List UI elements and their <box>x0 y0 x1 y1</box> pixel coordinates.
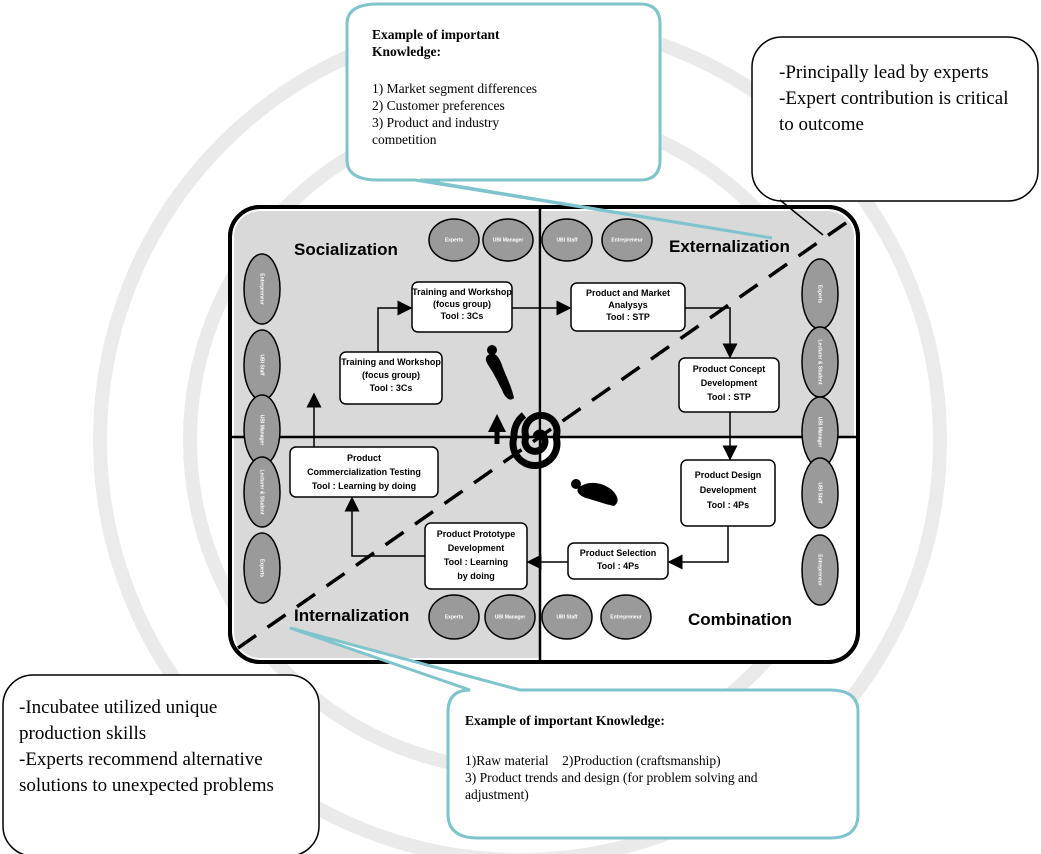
process-boxes <box>289 281 780 590</box>
callout-top-title: Example of important Knowledge: <box>372 27 500 59</box>
svg-text:UBI Staff: UBI Staff <box>556 237 577 243</box>
actor-oval-right: Experts <box>801 258 839 330</box>
actor-oval-left: Lecturer & Student <box>243 456 281 528</box>
svg-text:UBI Staff: UBI Staff <box>259 354 265 375</box>
svg-text:Experts: Experts <box>817 285 823 304</box>
actor-oval-bottom: Experts <box>428 594 480 640</box>
label-externalization: Externalization <box>669 237 790 256</box>
callout-bottom-text: Example of important Knowledge: 1)Raw ma… <box>465 712 845 803</box>
svg-text:Lecturer & Student: Lecturer & Student <box>817 339 823 384</box>
callout-bottomleft-shape <box>2 674 320 854</box>
svg-text:Experts: Experts <box>445 237 464 243</box>
person-climbing-icon <box>485 345 514 400</box>
actor-oval-left: Entrepreneur <box>243 253 281 325</box>
svg-text:Entrepreneur: Entrepreneur <box>611 237 642 243</box>
actor-oval-top: UBI Staff <box>541 218 593 262</box>
actor-oval-bottom: UBI Manager <box>484 594 536 640</box>
spiral-arrow-icon <box>488 414 506 432</box>
actor-oval-left: UBI Manager <box>243 394 281 466</box>
callout-top-text: Example of important Knowledge: 1) Marke… <box>372 26 652 144</box>
callout-topright-text: -Principally lead by experts -Expert con… <box>779 62 1009 135</box>
callout-top-item: 3) Product and industry competition <box>372 115 500 144</box>
actor-oval-top: UBI Manager <box>482 218 534 262</box>
actor-oval-right: Lecturer & Student <box>801 326 839 398</box>
callout-bottom-title: Example of important Knowledge: <box>465 713 665 728</box>
svg-text:Lecturer & Student: Lecturer & Student <box>259 469 265 514</box>
process-training-lower: Training and Workshop(focus group)Tool :… <box>341 357 441 393</box>
callout-top-item: 2) Customer preferences <box>372 98 505 113</box>
actor-oval-right: UBI Manager <box>801 396 839 468</box>
flow-arrows <box>306 300 738 570</box>
actor-oval-bottom: UBI Staff <box>541 594 593 640</box>
box-product-commercialization <box>289 446 439 498</box>
callout-topright-shape <box>751 36 1039 236</box>
callout-bottom-line2: 3) Product trends and design (for proble… <box>465 770 758 802</box>
process-training-upper: Training and Workshop(focus group)Tool :… <box>412 287 512 321</box>
box-training-workshop-lower <box>339 351 443 405</box>
actor-oval-top: Experts <box>428 218 480 262</box>
svg-text:Entrepreneur: Entrepreneur <box>610 614 641 620</box>
label-internalization: Internalization <box>294 606 410 625</box>
label-combination: Combination <box>688 610 792 629</box>
callout-top-shape <box>345 2 773 240</box>
svg-text:Entrepreneur: Entrepreneur <box>817 554 823 585</box>
svg-text:UBI Staff: UBI Staff <box>817 482 823 503</box>
svg-text:UBI Manager: UBI Manager <box>493 237 524 243</box>
actor-oval-right: Entrepreneur <box>801 534 839 606</box>
svg-text:Experts: Experts <box>445 614 464 620</box>
callout-bottomleft-text: -Incubatee utilized unique production sk… <box>19 697 274 796</box>
svg-text:Experts: Experts <box>259 559 265 578</box>
callout-bottom-shape <box>289 626 860 840</box>
svg-text:UBI Staff: UBI Staff <box>556 614 577 620</box>
svg-text:UBI Manager: UBI Manager <box>495 614 526 620</box>
actor-oval-left: UBI Staff <box>243 329 281 401</box>
spiral-icon <box>509 412 561 470</box>
actor-oval-left: Experts <box>243 532 281 604</box>
svg-text:UBI Manager: UBI Manager <box>259 415 265 446</box>
callout-bottom-line1: 1)Raw material 2)Production (craftsmansh… <box>465 753 721 768</box>
label-socialization: Socialization <box>294 240 398 259</box>
callout-top-item: 1) Market segment differences <box>372 81 538 96</box>
person-crawling-icon <box>571 479 618 506</box>
actor-oval-right: UBI Staff <box>801 457 839 529</box>
svg-text:UBI Manager: UBI Manager <box>817 417 823 448</box>
actor-oval-bottom: Entrepreneur <box>600 594 652 640</box>
actor-oval-top: Entrepreneur <box>601 218 653 262</box>
svg-text:Entrepreneur: Entrepreneur <box>259 273 265 304</box>
